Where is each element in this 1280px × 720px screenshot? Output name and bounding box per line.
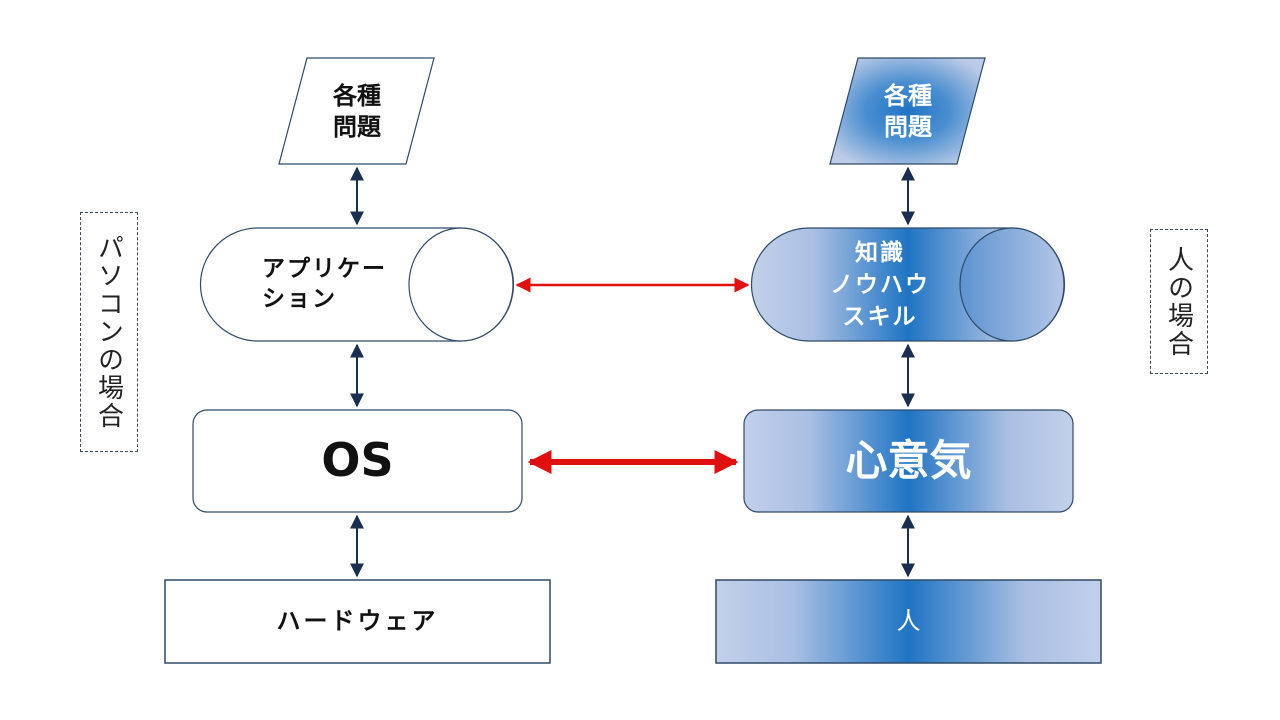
pc-application-shape	[199, 227, 514, 342]
pc-application-label: アプリケー ション	[262, 256, 387, 312]
pc-hardware-label: ハードウェア	[276, 606, 439, 635]
pc-hardware-shape	[164, 579, 551, 664]
human-mind-label: 心意気	[845, 435, 972, 485]
human-problems-label: 各種 問題	[884, 81, 932, 141]
human-person-shape	[715, 579, 1102, 664]
human-side-label: 人の場合	[1150, 229, 1208, 374]
human-problems-shape	[829, 57, 986, 165]
human-knowledge-shape	[750, 227, 1065, 342]
pc-os-shape	[192, 409, 523, 513]
human-mind-shape	[743, 409, 1074, 513]
pc-os-label: OS	[321, 433, 394, 488]
human-person-label: 人	[896, 606, 921, 635]
pc-problems-label: 各種 問題	[333, 81, 381, 141]
pc-problems-shape	[278, 57, 435, 165]
pc-side-label: パソコンの場合	[80, 212, 138, 452]
human-knowledge-label: 知識 ノウハウ スキル	[830, 239, 930, 331]
